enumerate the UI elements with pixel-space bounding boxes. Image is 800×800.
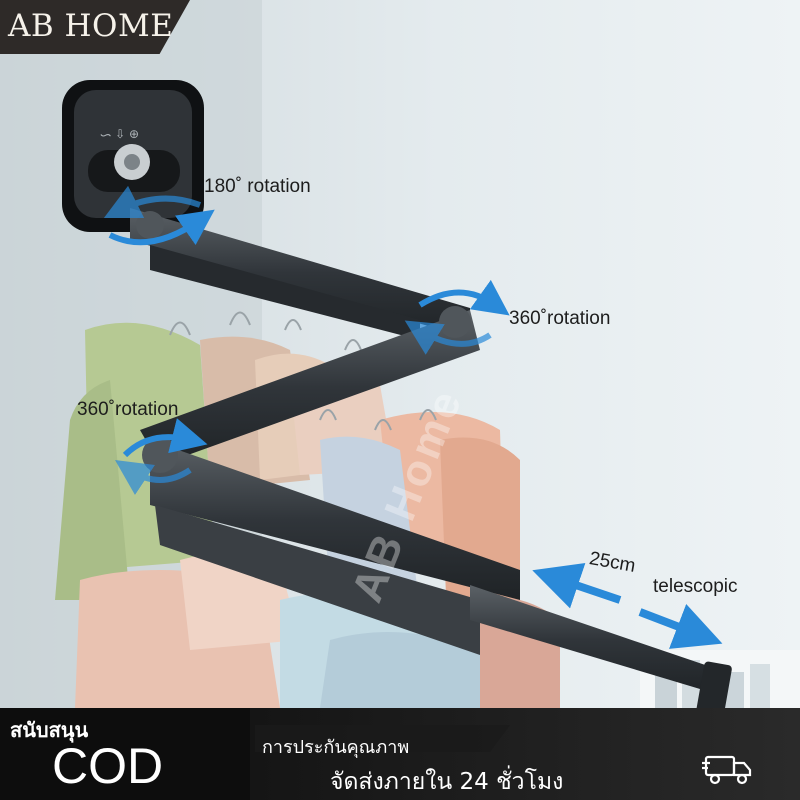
brand-name: AB HOME — [8, 8, 174, 44]
cod-label: COD — [52, 738, 164, 794]
brand-banner — [0, 0, 190, 54]
truck-icon — [702, 755, 752, 785]
svg-text:ᯈ ⇩ ⊕: ᯈ ⇩ ⊕ — [100, 127, 139, 141]
rotation-360-left-label: 360˚rotation — [77, 399, 179, 420]
cod-support-label: สนับสนุน — [10, 718, 89, 742]
extension-type-label: telescopic — [653, 576, 738, 597]
rotation-360-right-label: 360˚rotation — [509, 308, 611, 329]
rotation-180-label: 180˚ rotation — [204, 176, 311, 197]
delivery-label: จัดส่งภายใน 24 ชั่วโมง — [330, 769, 564, 795]
warranty-label: การประกันคุณภาพ — [262, 737, 410, 758]
